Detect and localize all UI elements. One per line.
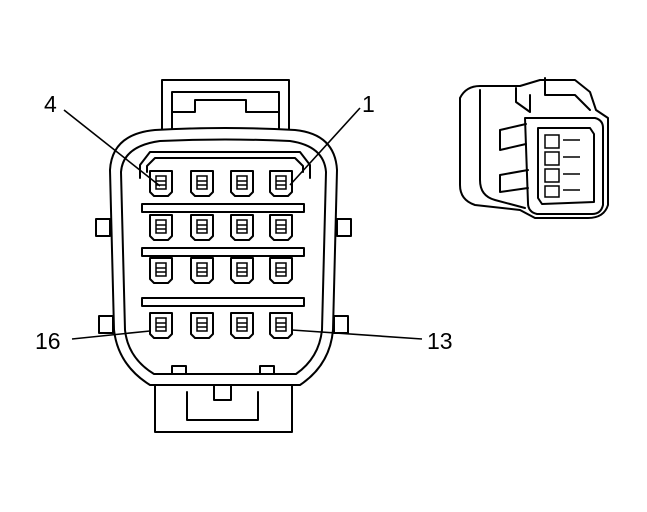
iso-cavities bbox=[544, 134, 580, 198]
terminal-cavity bbox=[269, 312, 293, 339]
terminal-cavity bbox=[269, 257, 293, 284]
terminal-cavity bbox=[230, 312, 254, 339]
callout-label-pin-1: 1 bbox=[362, 91, 375, 117]
row-separator-bar bbox=[141, 297, 305, 307]
terminal-cavity bbox=[230, 257, 254, 284]
terminal-cavity bbox=[190, 257, 214, 284]
housing-notch-right bbox=[259, 365, 275, 375]
leader-pin-1 bbox=[289, 107, 361, 186]
iso-side-rib-top bbox=[499, 123, 527, 151]
terminal-cavity bbox=[149, 312, 173, 339]
side-tab-upper-right bbox=[336, 218, 352, 237]
terminal-cavity bbox=[269, 170, 293, 197]
top-latch bbox=[161, 79, 290, 138]
connector-face-view: 1 4 13 16 bbox=[35, 79, 453, 433]
callout-label-pin-13: 13 bbox=[427, 328, 453, 354]
keying-frame-top-inner bbox=[146, 157, 304, 173]
terminal-cavity bbox=[149, 257, 173, 284]
terminal-cavities bbox=[149, 170, 293, 339]
callout-label-pin-4: 4 bbox=[44, 91, 57, 117]
side-tab-lower-left bbox=[98, 315, 114, 334]
callout-label-pin-16: 16 bbox=[35, 328, 61, 354]
iso-top-latch bbox=[515, 77, 591, 113]
terminal-cavity bbox=[230, 170, 254, 197]
side-tab-upper-left bbox=[95, 218, 111, 237]
iso-side-rib-bottom bbox=[499, 169, 529, 193]
leader-pin-16 bbox=[71, 330, 151, 340]
terminal-cavity bbox=[190, 170, 214, 197]
housing-notch-left bbox=[171, 365, 187, 375]
keying-frame-top bbox=[139, 151, 311, 179]
leader-pin-4 bbox=[63, 109, 161, 187]
iso-left-edge bbox=[479, 89, 526, 209]
terminal-cavity bbox=[269, 214, 293, 241]
iso-front-face-inner bbox=[537, 127, 595, 205]
iso-front-face bbox=[524, 117, 604, 215]
terminal-cavity bbox=[149, 214, 173, 241]
row-separator-bar bbox=[141, 247, 305, 257]
terminal-cavity bbox=[190, 214, 214, 241]
terminal-cavity bbox=[149, 170, 173, 197]
row-separator-bars bbox=[141, 203, 305, 307]
terminal-cavity bbox=[190, 312, 214, 339]
terminal-cavity bbox=[230, 214, 254, 241]
row-separator-bar bbox=[141, 203, 305, 213]
connector-isometric-view bbox=[459, 77, 609, 219]
side-tab-lower-right bbox=[333, 315, 349, 334]
leader-pin-13 bbox=[291, 329, 423, 340]
connector-housing-inner bbox=[120, 138, 327, 375]
